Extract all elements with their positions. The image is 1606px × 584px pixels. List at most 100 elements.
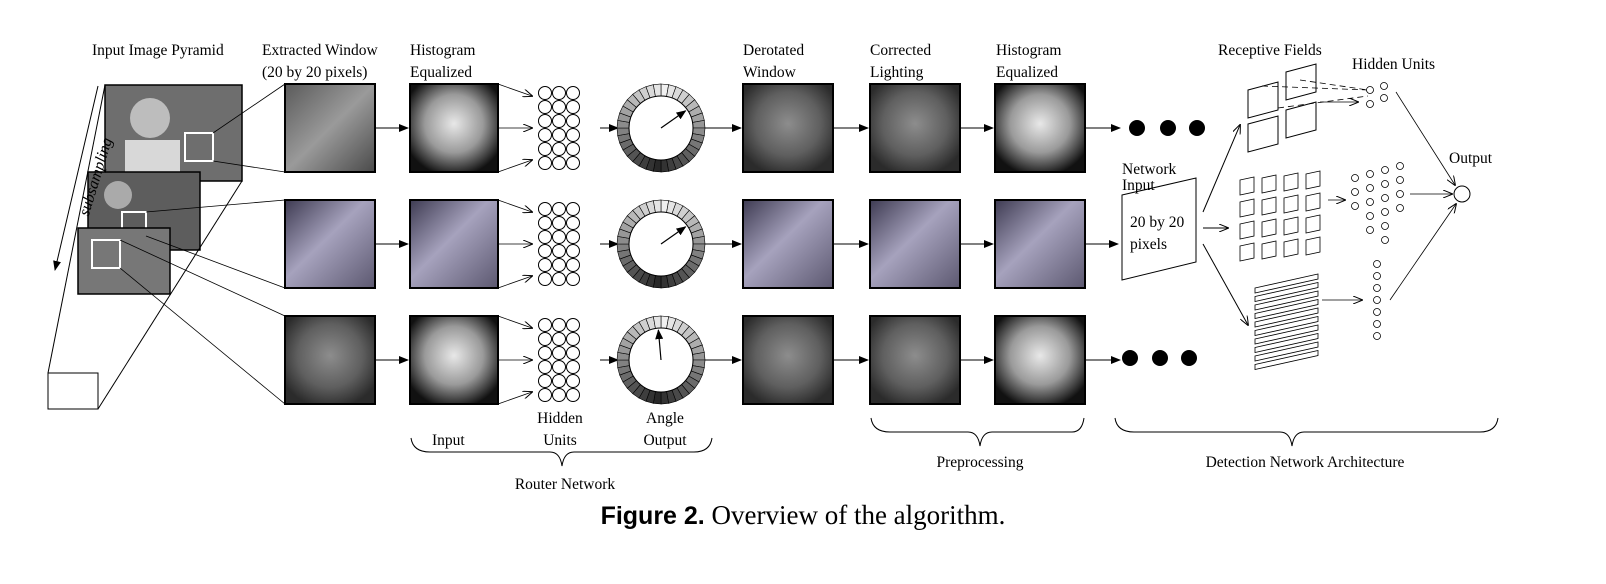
hidden-unit-node xyxy=(552,156,566,170)
fan-arrow xyxy=(497,315,532,328)
detection-hidden-unit xyxy=(1366,170,1374,178)
label-lighting: Lighting xyxy=(870,64,924,81)
hidden-unit-node xyxy=(566,346,580,360)
row-arrows xyxy=(375,124,1121,364)
receptive-fields-stripes xyxy=(1254,273,1319,370)
hidden-unit-node xyxy=(566,202,580,216)
extracted-window-2 xyxy=(284,199,376,289)
label-histogram-2: Histogram xyxy=(996,42,1062,59)
receptive-field-stripe xyxy=(1254,273,1319,294)
hidden-unit-node xyxy=(552,128,566,142)
label-angle-output: Output xyxy=(643,432,687,449)
hidden-unit-node xyxy=(538,114,552,128)
detection-brace xyxy=(1114,417,1499,447)
detection-hidden-unit xyxy=(1366,86,1374,94)
receptive-field-top-2 xyxy=(1285,63,1317,101)
receptive-field-cell xyxy=(1305,236,1321,256)
label-router-network: Router Network xyxy=(514,476,616,493)
detection-hidden-unit xyxy=(1366,184,1374,192)
angle-dials xyxy=(616,83,706,405)
hidden-unit-node xyxy=(566,114,580,128)
hidden-unit-node xyxy=(552,388,566,402)
braces xyxy=(410,417,1499,467)
receptive-field-stripe xyxy=(1254,299,1319,319)
hidden-unit-node xyxy=(538,244,552,258)
output-unit xyxy=(1453,185,1471,203)
detection-hidden-unit xyxy=(1381,236,1389,244)
hidden-unit-node xyxy=(566,258,580,272)
extracted-window-1 xyxy=(284,83,376,173)
corrected-lighting-window-1 xyxy=(869,83,961,173)
detection-hidden-unit xyxy=(1351,174,1359,182)
detection-hidden-unit xyxy=(1373,296,1381,304)
row-2 xyxy=(284,199,1086,289)
label-network: Network xyxy=(1122,161,1177,178)
angle-arrow xyxy=(655,329,664,361)
receptive-field-stripe xyxy=(1254,307,1319,328)
hidden-unit-node xyxy=(538,216,552,230)
label-hidden-units-detection: Hidden Units xyxy=(1352,56,1436,73)
label-router-input: Input xyxy=(432,432,465,449)
detection-hidden-unit xyxy=(1381,222,1389,230)
hist-equalized-final-3 xyxy=(994,315,1086,405)
receptive-field-cell xyxy=(1261,218,1277,238)
detection-network xyxy=(1121,63,1471,370)
row-1 xyxy=(284,83,1086,173)
label-pixels: pixels xyxy=(1130,236,1168,253)
fan-arrow xyxy=(497,276,532,289)
figure-caption: Figure 2. Overview of the algorithm. xyxy=(0,500,1606,531)
hidden-unit-node xyxy=(552,346,566,360)
label-output: Output xyxy=(1449,150,1493,167)
hidden-unit-node xyxy=(538,272,552,286)
label-hidden: Hidden xyxy=(537,410,583,427)
hidden-unit-node xyxy=(552,142,566,156)
label-preprocessing: Preprocessing xyxy=(936,454,1024,471)
receptive-field-cell xyxy=(1283,216,1299,236)
fan-arrow xyxy=(497,160,532,173)
receptive-field-cell xyxy=(1305,214,1321,234)
hidden-unit-node xyxy=(538,318,552,332)
label-corrected: Corrected xyxy=(870,42,932,59)
fan-arrow xyxy=(497,392,532,405)
receptive-field-cell xyxy=(1305,192,1321,212)
hidden-unit-node xyxy=(552,272,566,286)
hidden-unit-node xyxy=(552,216,566,230)
receptive-field-cell xyxy=(1239,242,1255,262)
receptive-fields-grid xyxy=(1239,170,1321,262)
detection-hidden-unit xyxy=(1396,190,1404,198)
detection-hidden-unit xyxy=(1373,260,1381,268)
receptive-field-top-3 xyxy=(1247,115,1279,153)
hidden-unit-node xyxy=(538,202,552,216)
fan-arrow xyxy=(497,199,532,212)
receptive-field-stripe xyxy=(1254,282,1319,302)
detection-hidden-unit xyxy=(1351,188,1359,196)
label-extracted-window-size: (20 by 20 pixels) xyxy=(262,64,368,81)
hidden-unit-node xyxy=(538,374,552,388)
receptive-field-stripe xyxy=(1254,316,1319,336)
receptive-field-cell xyxy=(1261,240,1277,260)
hidden-unit-node xyxy=(538,142,552,156)
corrected-lighting-window-2 xyxy=(869,199,961,289)
network-input-window xyxy=(1121,177,1197,281)
angle-arrow xyxy=(660,110,687,129)
corrected-lighting-window-3 xyxy=(869,315,961,405)
hist-equalized-final-2 xyxy=(994,199,1086,289)
receptive-field-cell xyxy=(1239,176,1255,196)
hidden-unit-node xyxy=(552,244,566,258)
caption-text: Overview of the algorithm. xyxy=(711,500,1006,530)
hidden-unit-node xyxy=(538,258,552,272)
hidden-unit-node xyxy=(552,114,566,128)
label-equalized-2: Equalized xyxy=(996,64,1058,81)
detection-hidden-unit xyxy=(1396,176,1404,184)
detection-hidden-unit xyxy=(1396,204,1404,212)
receptive-field-cell xyxy=(1305,170,1321,190)
hidden-unit-node xyxy=(552,100,566,114)
receptive-field-stripe xyxy=(1254,333,1319,353)
hidden-unit-node xyxy=(552,86,566,100)
detection-hidden-unit xyxy=(1373,332,1381,340)
hidden-unit-node xyxy=(566,216,580,230)
window-box-small xyxy=(91,239,121,269)
label-derotated: Derotated xyxy=(743,42,805,59)
hidden-unit-node xyxy=(566,100,580,114)
